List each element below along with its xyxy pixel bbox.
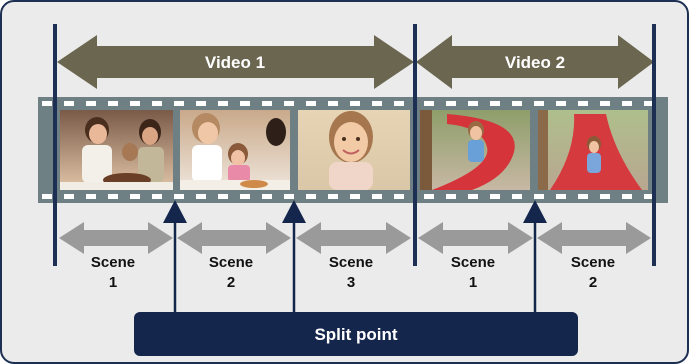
split-point-box: Split point [134,312,578,356]
video-dividers [53,24,656,266]
scene-label-3-number: 3 [347,274,355,291]
scene-label-1-title: Scene [91,254,135,271]
split-marker-3 [523,200,547,223]
scene-label-4-number: 1 [469,274,477,291]
photo-frame-4 [420,110,530,190]
scene-label-1-number: 1 [109,274,117,291]
scene-label-2-title: Scene [209,254,253,271]
sprocket-holes-top [42,101,654,106]
scene-label-3-title: Scene [329,254,373,271]
scene-arrow-2 [177,222,291,254]
scene-arrows [59,222,651,254]
photo-frame-3 [298,110,410,190]
divider-middle [413,24,417,266]
filmstrip [38,97,668,203]
sprocket-holes-bottom [42,194,654,199]
video-1-arrow: Video 1 [57,35,414,89]
scene-label-5-number: 2 [589,274,597,291]
split-marker-2 [282,200,306,223]
scene-labels: Scene 1 Scene 2 Scene 3 Scene 1 Scene 2 [91,254,615,291]
scene-arrow-3 [296,222,411,254]
scene-arrow-4 [418,222,533,254]
scene-arrow-5 [537,222,651,254]
scene-arrow-1 [59,222,173,254]
scene-label-2-number: 2 [227,274,235,291]
split-point-label: Split point [314,325,397,344]
divider-start [53,24,57,266]
video-1-label: Video 1 [205,53,265,72]
video-2-label: Video 2 [505,53,565,72]
scene-label-5-title: Scene [571,254,615,271]
video-2-arrow: Video 2 [416,35,654,89]
photo-frame-5 [538,110,648,190]
divider-end [652,24,656,266]
split-point-markers [163,200,547,314]
photo-frame-1 [60,110,173,190]
scene-label-4-title: Scene [451,254,495,271]
split-marker-1 [163,200,187,223]
photo-frame-2 [180,110,290,190]
